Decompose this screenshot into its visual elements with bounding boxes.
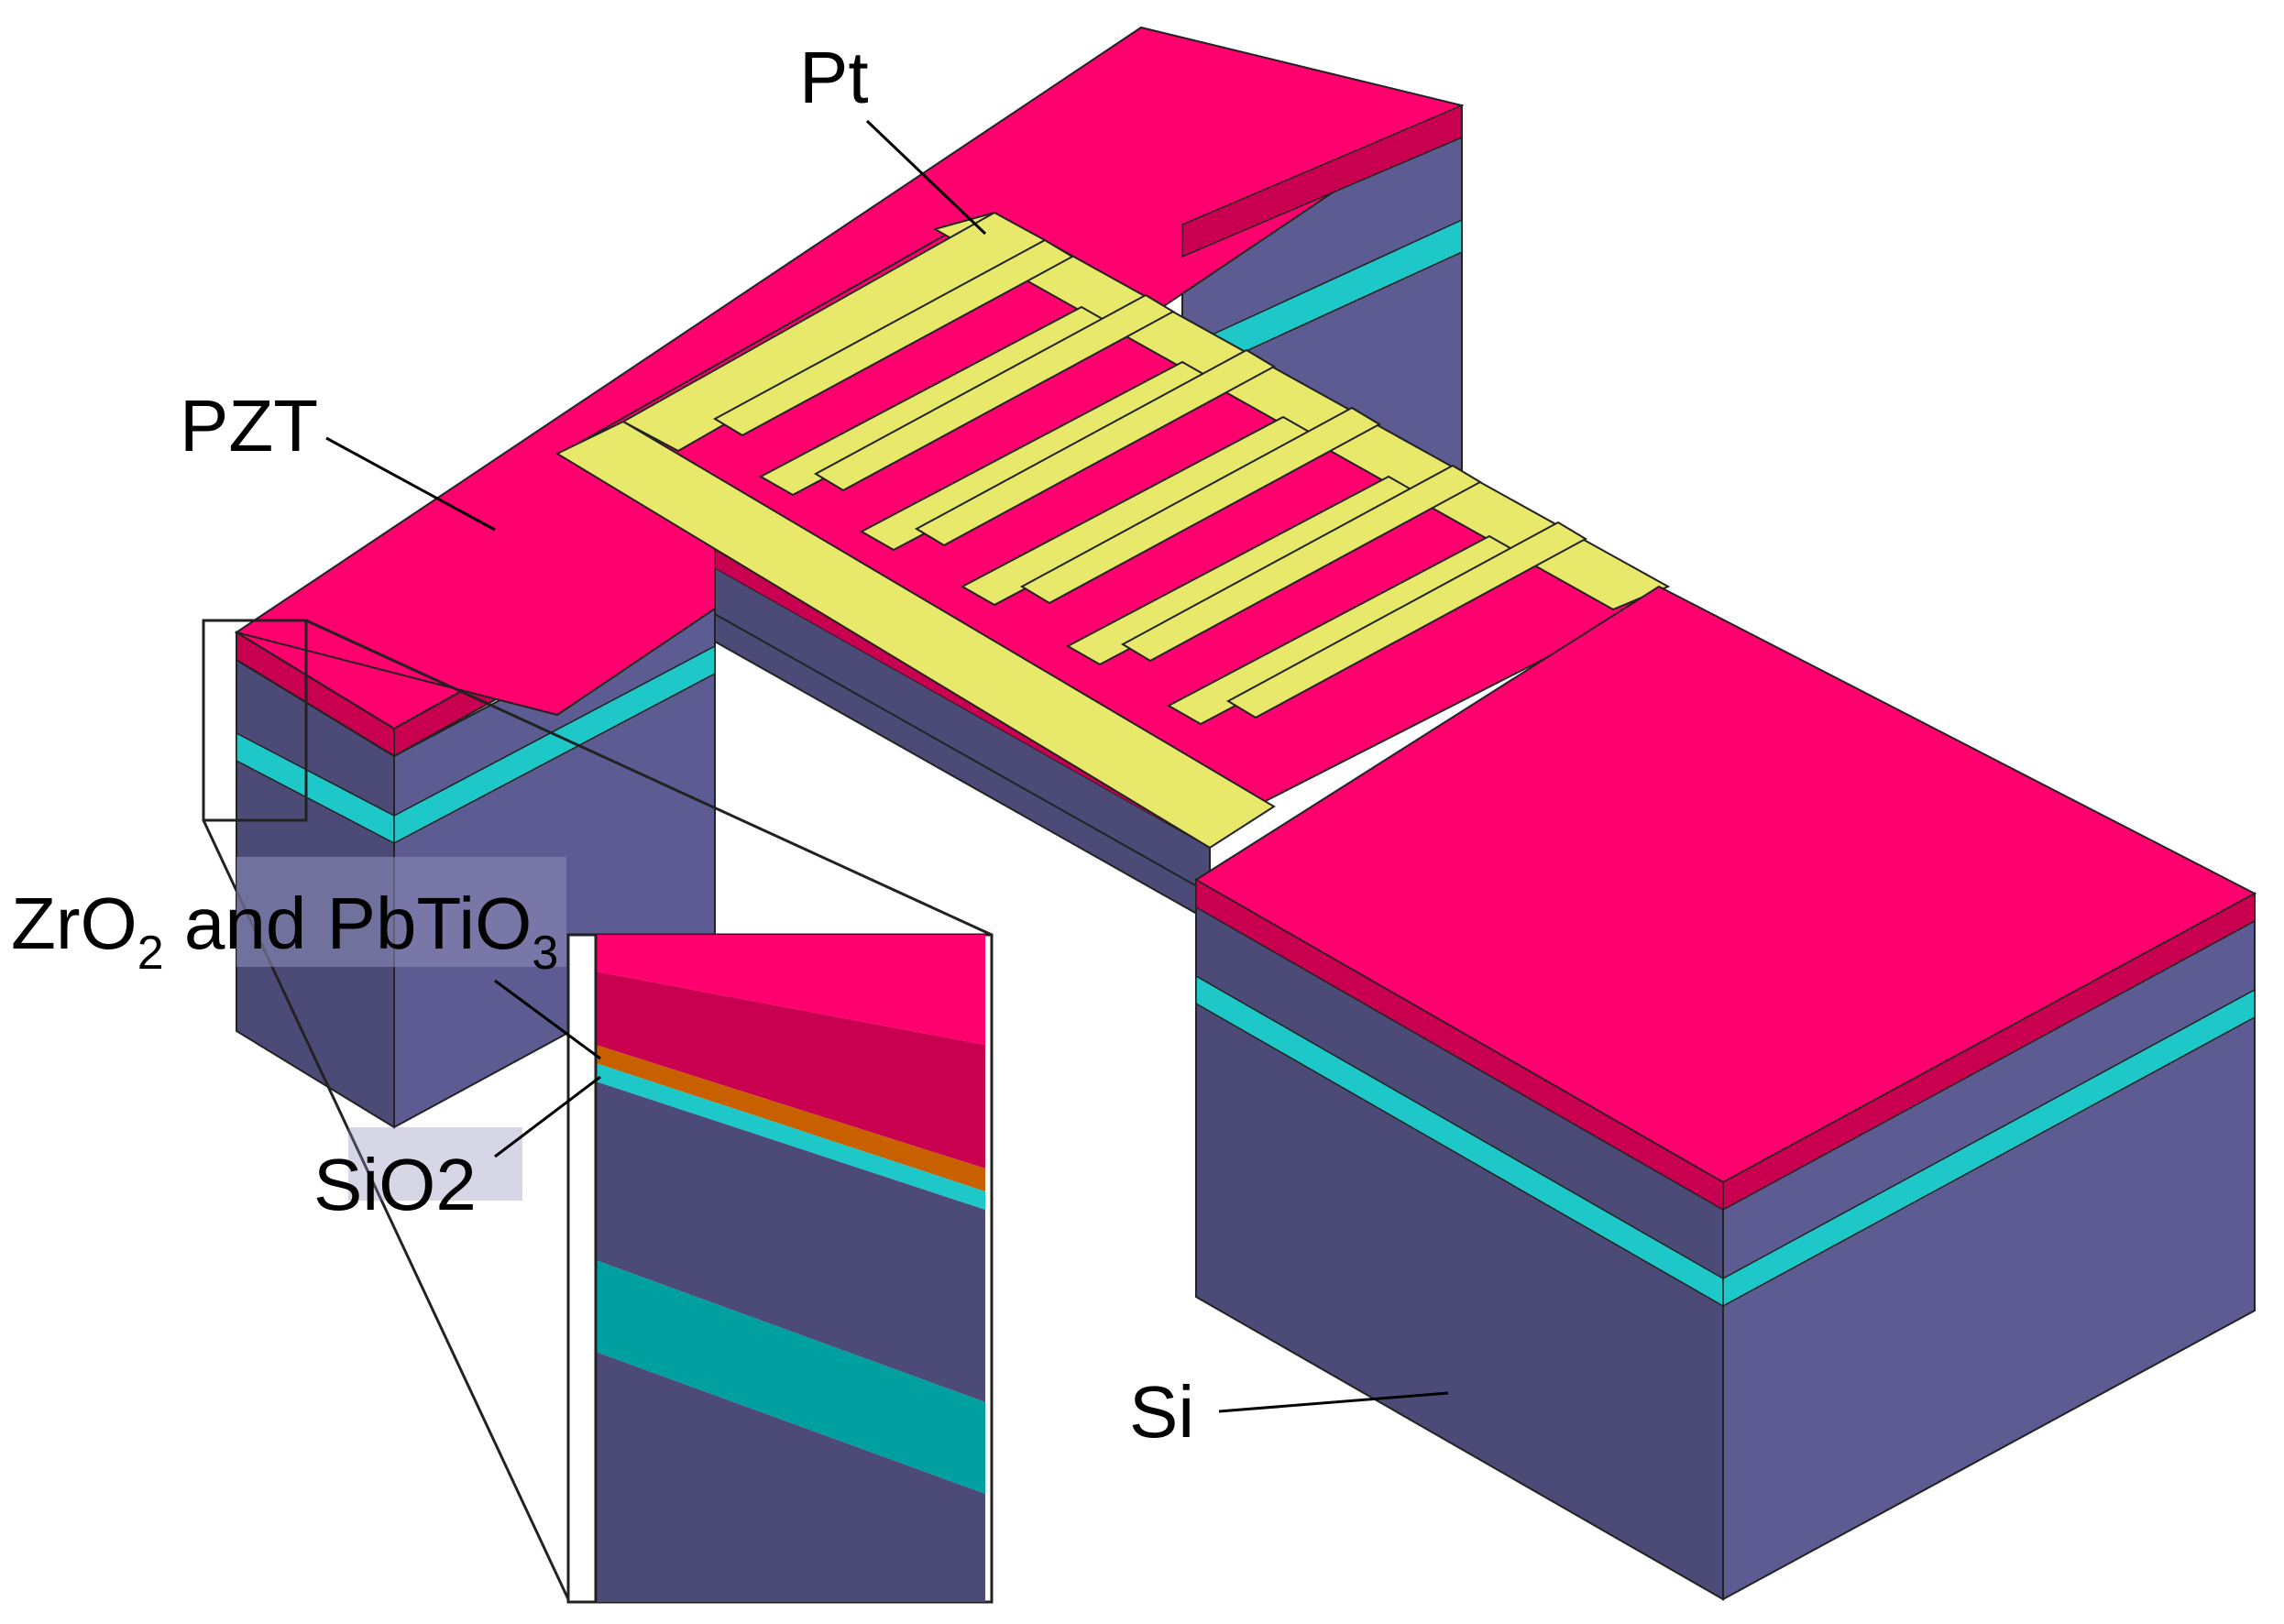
inset-si-lower [596, 1352, 985, 1602]
zoom-source-box [202, 619, 308, 822]
inset-sio2-thin [596, 1063, 985, 1210]
label-pbtio3-sub: 3 [532, 927, 558, 980]
pt-finger-right-3 [914, 348, 1277, 547]
zoom-callout [202, 619, 994, 1604]
label-zro2-backdrop [236, 857, 566, 967]
label-pzt: PZT [180, 385, 318, 466]
leader-si [1218, 1391, 1449, 1413]
pt-finger-right-6 [1225, 521, 1588, 719]
label-pbtio3-mid: and PbTiO [164, 883, 533, 964]
zoom-line-1 [305, 619, 993, 937]
back-pzt-edge [1181, 104, 1463, 258]
label-zro2-sub: 2 [137, 927, 164, 980]
label-sio2-backdrop [348, 1127, 522, 1201]
labels: Pt PZT ZrO2 and PbTiO3 SiO2 Si [11, 37, 1449, 1453]
pt-finger-right-2 [813, 293, 1176, 492]
pt-finger-right-1 [712, 238, 1075, 437]
pt-electrode [555, 211, 1671, 850]
inset-pzt-top [596, 935, 985, 1045]
right-pzt-side-edge [1722, 892, 2256, 1212]
label-zro2-prefix: ZrO [11, 883, 137, 964]
pt-bus-left [555, 420, 1276, 850]
right-block [1194, 585, 2257, 1601]
leader-zro2 [494, 979, 601, 1060]
pt-finger-right-4 [1019, 406, 1382, 605]
right-sio2-side [1722, 988, 2256, 1308]
label-si: Si [1129, 1371, 1194, 1453]
leader-pzt [325, 436, 496, 532]
left-sio2-side [393, 644, 716, 845]
inset-pzt-side [596, 971, 985, 1169]
leader-pt [865, 119, 987, 236]
inset-si-upper [596, 1081, 985, 1402]
label-pt: Pt [799, 37, 869, 118]
pt-finger-right-5 [1120, 464, 1483, 663]
label-zro2-pbtio3: ZrO2 and PbTiO3 [11, 883, 558, 980]
leader-sio2 [494, 1075, 601, 1158]
inset-sio2-thick [596, 1260, 985, 1494]
label-sio2: SiO2 [313, 1144, 477, 1225]
inset-interlayer [596, 1045, 985, 1191]
